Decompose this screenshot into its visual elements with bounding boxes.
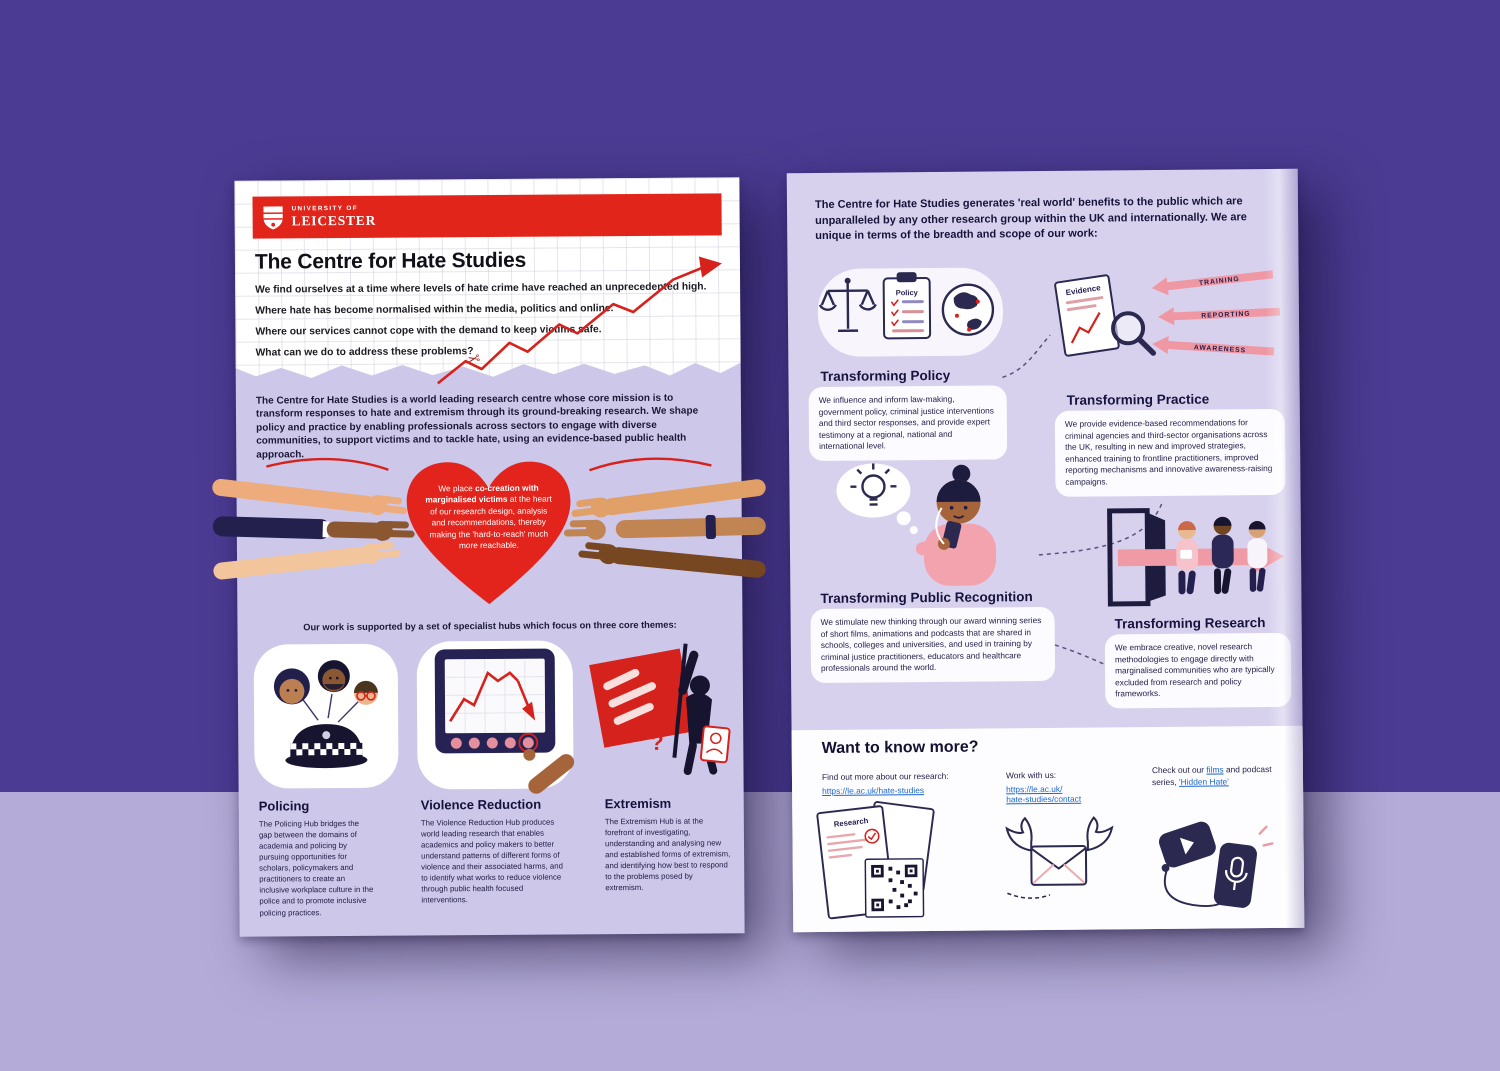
contact-link-line1: https://le.ac.uk/ — [1006, 783, 1063, 795]
research-doc-label: Research — [833, 816, 869, 829]
policy-illustration: Policy — [817, 267, 1003, 357]
violence-reduction-illustration — [416, 640, 575, 794]
globe-icon — [941, 283, 995, 336]
films-link[interactable]: films — [1206, 764, 1224, 775]
benefits-intro: The Centre for Hate Studies generates 'r… — [814, 195, 1247, 243]
magnifier-icon — [1111, 311, 1146, 346]
svg-text:?: ? — [650, 730, 664, 755]
university-brand-bar: UNIVERSITY OF LEICESTER — [252, 193, 722, 239]
left-arms — [212, 457, 415, 580]
section-text-practice: We provide evidence-based recommendation… — [1054, 408, 1286, 497]
co-creation-heart-band: We place co-creation with marginalised v… — [212, 453, 766, 615]
crime-trend-line-chart — [436, 256, 722, 385]
lightbulb-icon — [850, 463, 897, 506]
contact-link[interactable]: https://le.ac.uk/hate-studies/contact — [1006, 783, 1118, 804]
video-player-icon — [1158, 821, 1216, 868]
earbud-wire — [935, 507, 945, 545]
want-to-know-more-heading: Want to know more? — [821, 738, 979, 757]
research-link-column: Find out more about our research: https:… — [821, 770, 994, 796]
want-to-know-more-section: Want to know more? Find out more about o… — [791, 725, 1305, 933]
practice-illustration: Evidence TRAINING REPORTING AWARENESS — [1054, 270, 1281, 357]
heart-message: We place co-creation with marginalised v… — [422, 483, 554, 553]
qr-code-icon — [864, 858, 925, 918]
hub-description-violence-reduction: The Violence Reduction Hub produces worl… — [420, 817, 563, 905]
hidden-hate-link[interactable]: 'Hidden Hate' — [1178, 776, 1229, 787]
arrow-label-training: TRAINING — [1199, 276, 1240, 288]
films-column: Check out our films and podcast series, … — [1152, 764, 1278, 789]
contact-link-line2: hate-studies/contact — [1006, 793, 1082, 805]
heart-message-pre: We place — [438, 483, 476, 494]
section-title-public-recognition: Transforming Public Recognition — [820, 589, 1033, 606]
reporting-arrow: REPORTING — [1157, 307, 1281, 326]
university-logo: UNIVERSITY OF LEICESTER — [292, 205, 377, 230]
work-with-us-label: Work with us: — [1005, 769, 1057, 781]
poster-front: UNIVERSITY OF LEICESTER The Centre for H… — [212, 177, 766, 937]
winged-envelope-illustration — [1005, 816, 1114, 899]
hub-description-extremism: The Extremism Hub is at the forefront of… — [604, 816, 731, 893]
podcast-illustration — [1158, 821, 1274, 908]
arrow-label-reporting: REPORTING — [1201, 311, 1251, 320]
scales-of-justice-icon — [818, 282, 877, 333]
research-link[interactable]: https://le.ac.uk/hate-studies — [822, 784, 925, 796]
poster-back: The Centre for Hate Studies generates 'r… — [786, 168, 1305, 933]
reaching-hands-illustration — [212, 457, 766, 580]
films-text-pre: Check out our — [1151, 764, 1207, 776]
right-arms — [563, 457, 766, 578]
policy-doc-label: Policy — [896, 288, 919, 297]
hub-title-policing: Policing — [258, 798, 310, 814]
logo-line-1: UNIVERSITY OF — [291, 204, 358, 213]
section-title-practice: Transforming Practice — [1066, 391, 1210, 408]
section-text-public-recognition: We stimulate new thinking through our aw… — [810, 606, 1056, 684]
extremism-illustration: ? — [589, 643, 731, 776]
hub-title-extremism: Extremism — [604, 795, 672, 812]
logo-line-2: LEICESTER — [291, 212, 377, 229]
section-title-research: Transforming Research — [1114, 615, 1266, 632]
awareness-arrow: AWARENESS — [1152, 336, 1275, 356]
hub-title-violence-reduction: Violence Reduction — [420, 796, 542, 813]
section-text-policy: We influence and inform law-making, gove… — [808, 385, 1008, 462]
qr-research-illustration: Research — [816, 801, 935, 920]
policy-clipboard-icon: Policy — [882, 272, 932, 340]
hubs-intro: Our work is supported by a set of specia… — [303, 619, 677, 633]
arrow-label-awareness: AWARENESS — [1194, 344, 1247, 354]
leicester-shield-icon — [263, 205, 283, 230]
page-fold-highlight — [1263, 168, 1305, 929]
hub-description-policing: The Policing Hub bridges the gap between… — [258, 818, 374, 918]
research-illustration — [1107, 508, 1285, 607]
heart-shape — [406, 461, 571, 605]
films-text: Check out our films and podcast series, … — [1152, 764, 1278, 789]
evidence-document-icon: Evidence — [1054, 274, 1120, 357]
podcast-mic-icon — [1213, 842, 1257, 908]
mission-statement: The Centre for Hate Studies is a world l… — [255, 392, 699, 461]
training-arrow: TRAINING — [1151, 270, 1274, 296]
section-text-research: We embrace creative, novel research meth… — [1104, 632, 1292, 709]
thought-cloud — [836, 463, 918, 535]
research-link-label: Find out more about our research: — [821, 770, 949, 782]
public-recognition-illustration — [836, 463, 997, 586]
policing-illustration — [253, 643, 399, 789]
work-with-us-column: Work with us: https://le.ac.uk/hate-stud… — [1006, 769, 1118, 804]
section-title-policy: Transforming Policy — [820, 367, 951, 384]
